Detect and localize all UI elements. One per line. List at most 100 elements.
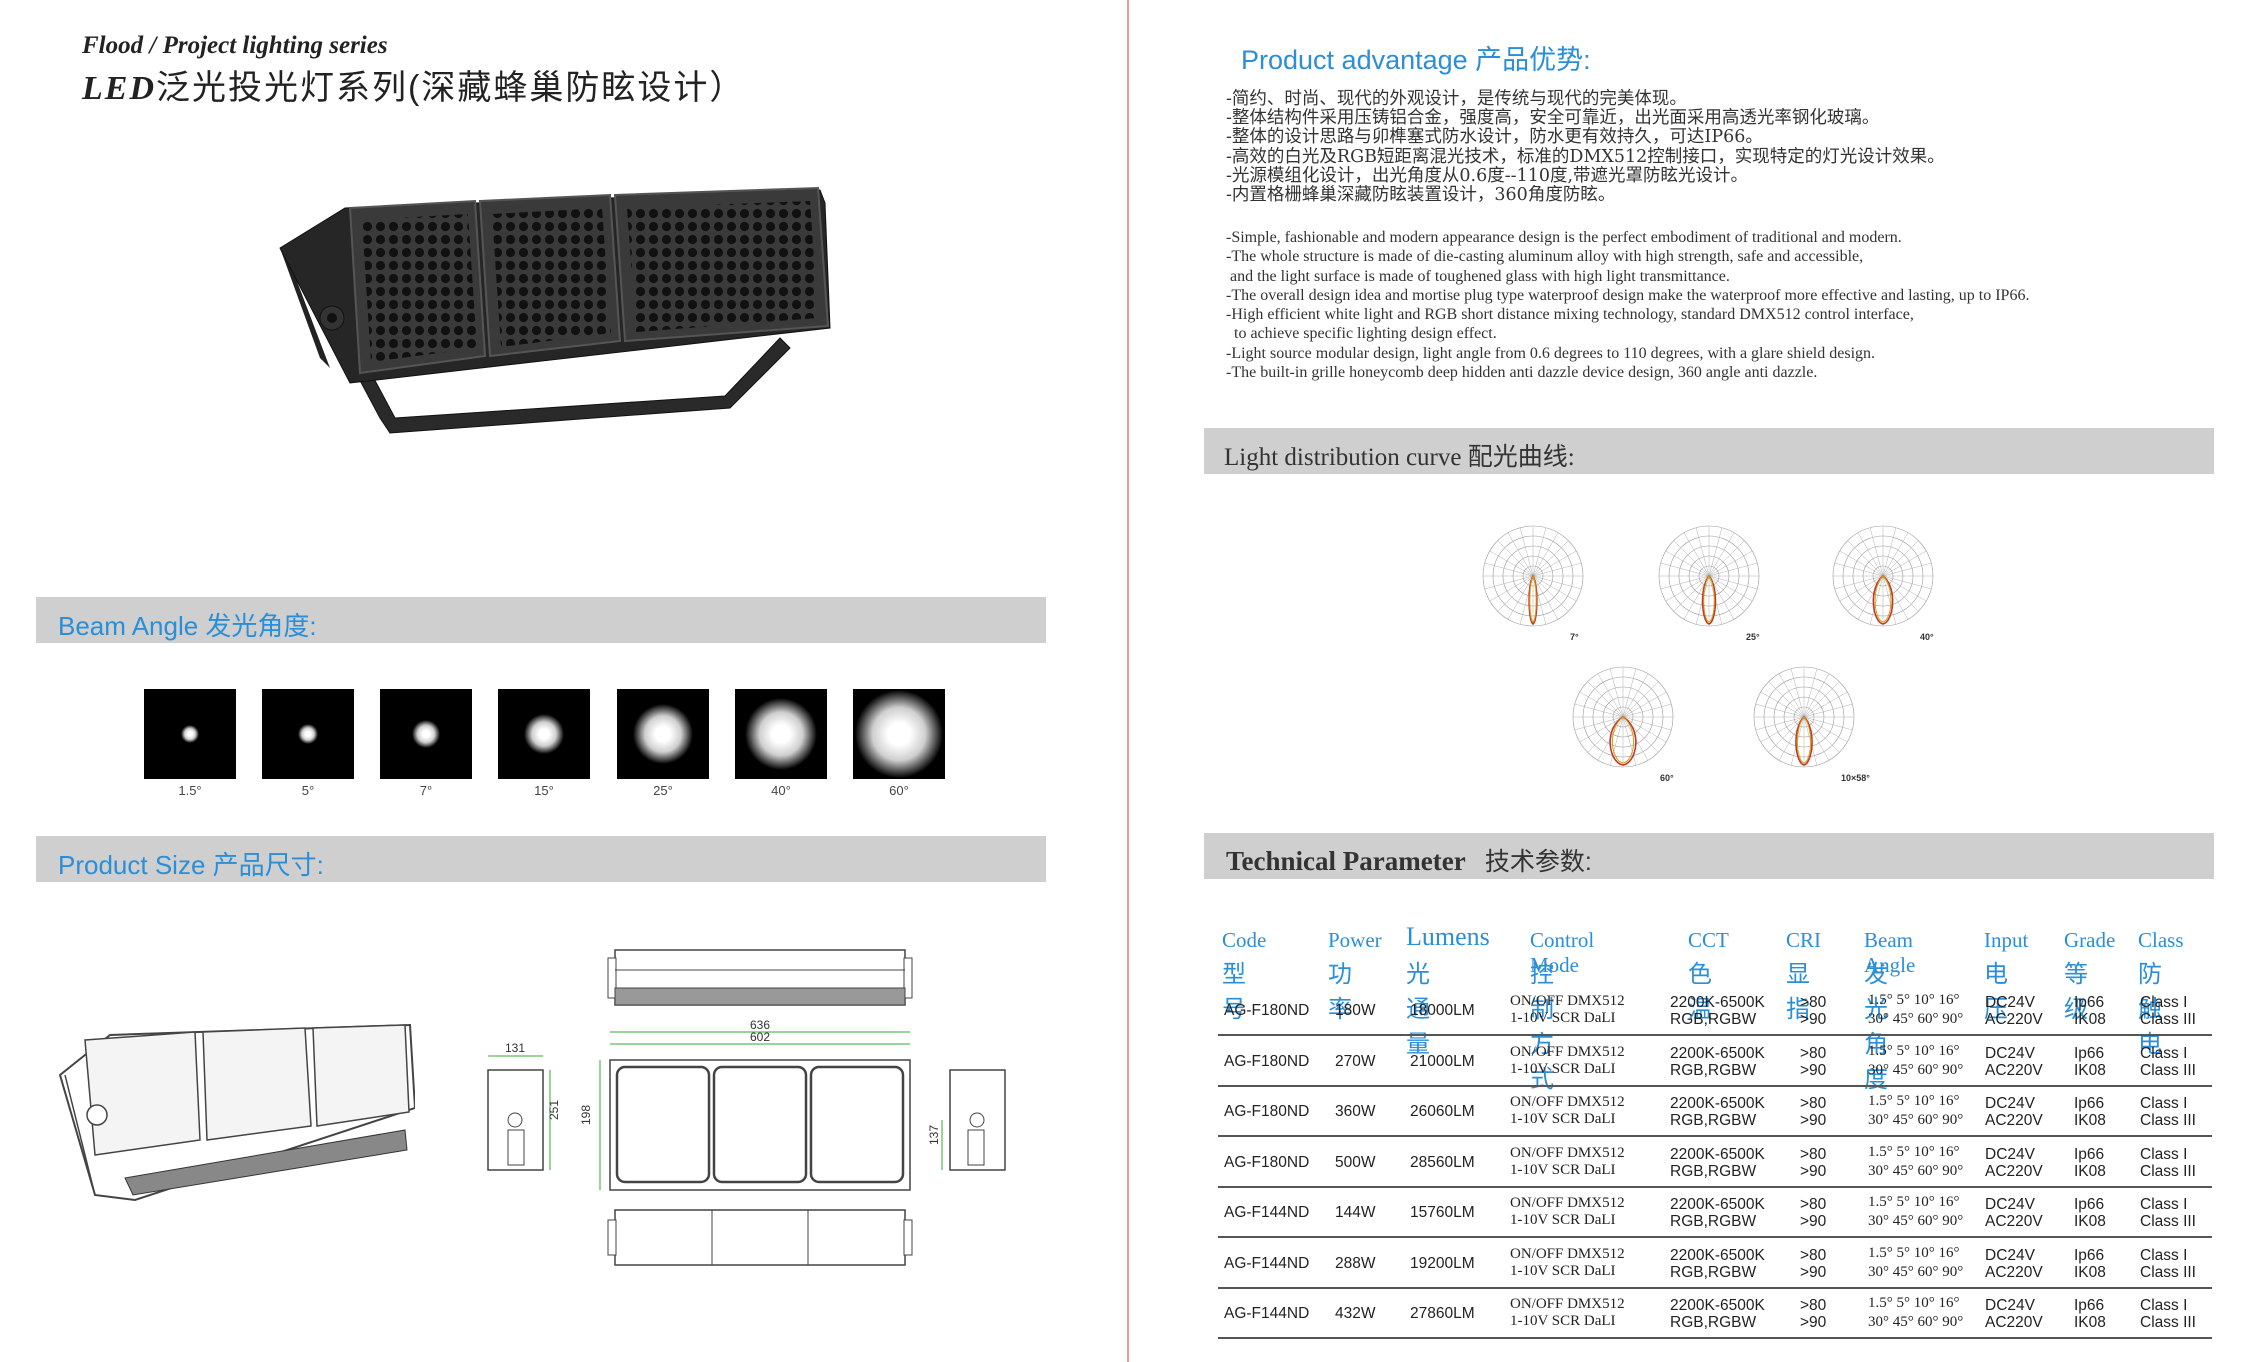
cell-beam-angle: 30° 45° 60° 90° (1868, 1263, 1964, 1280)
series-title-en: Flood / Project lighting series (82, 32, 388, 59)
cell-control-mode: 1-10V SCR DaLI (1510, 1161, 1616, 1178)
cell-class: Class I (2140, 994, 2188, 1011)
cell-control-mode: ON/OFF DMX512 (1510, 993, 1625, 1009)
cell-control-mode: 1-10V SCR DaLI (1510, 1111, 1616, 1127)
cell-grade: IK08 (2074, 1112, 2106, 1129)
cell-code: AG-F180ND (1224, 1052, 1310, 1070)
cell-grade: Ip66 (2074, 1044, 2105, 1062)
light-distribution-curve-5 (1753, 666, 1855, 768)
beam-sample-1 (144, 689, 236, 779)
cell-input: AC220V (1985, 1213, 2043, 1230)
cell-cct: RGB,RGBW (1670, 1061, 1757, 1079)
cell-class: Class III (2140, 1263, 2196, 1281)
cell-cct: RGB,RGBW (1670, 1011, 1757, 1028)
cell-class: Class I (2140, 1145, 2188, 1163)
cell-class: Class III (2140, 1112, 2196, 1129)
cell-cri: >80 (1800, 1297, 1827, 1314)
table-header-cn: 电压 (1984, 961, 2008, 1023)
curve-angle-label: 7° (1570, 632, 1579, 642)
cell-grade: Ip66 (2074, 1196, 2105, 1213)
cell-grade: IK08 (2074, 1213, 2106, 1230)
cell-lumens: 21000LM (1410, 1052, 1475, 1070)
series-title-led: LED (82, 70, 156, 107)
cell-code: AG-F180ND (1224, 1002, 1310, 1019)
cell-class: Class I (2140, 1297, 2188, 1314)
cell-grade: IK08 (2074, 1162, 2106, 1180)
beam-label: 15° (534, 783, 554, 798)
cell-cct: RGB,RGBW (1670, 1213, 1757, 1230)
product-hero-image (279, 186, 831, 434)
cell-code: AG-F144ND (1224, 1204, 1310, 1221)
product-size-bar: Product Size 产品尺寸: (36, 836, 1046, 882)
product-line-drawing (58, 1023, 415, 1202)
cell-beam-angle: 1.5° 5° 10° 16° (1868, 1244, 1960, 1261)
beam-sample-5 (617, 689, 709, 779)
cell-beam-angle: 1.5° 5° 10° 16° (1868, 1093, 1960, 1109)
cell-cct: 2200K-6500K (1670, 1246, 1765, 1264)
cell-input: AC220V (1985, 1263, 2043, 1281)
light-distribution-curve-2 (1658, 525, 1760, 627)
beam-label: 60° (889, 783, 909, 798)
cell-control-mode: ON/OFF DMX512 (1510, 1144, 1625, 1161)
cell-power: 270W (1335, 1052, 1376, 1070)
cell-control-mode: ON/OFF DMX512 (1510, 1195, 1625, 1211)
cell-class: Class III (2140, 1213, 2196, 1230)
cell-class: Class III (2140, 1162, 2196, 1180)
page-spine (1127, 0, 1129, 1362)
cell-code: AG-F180ND (1224, 1153, 1310, 1171)
light-distribution-curve-3 (1832, 525, 1934, 627)
cell-grade: IK08 (2074, 1011, 2106, 1028)
table-header-cn: 控制方式 (1530, 961, 1554, 1093)
cell-class: Class I (2140, 1246, 2188, 1264)
cell-input: AC220V (1985, 1314, 2043, 1331)
cell-grade: Ip66 (2074, 1297, 2105, 1314)
table-row-divider (1218, 1337, 2212, 1339)
table-header-en: Beam Angle (1864, 928, 1916, 977)
table-header-en: CCT (1688, 928, 1729, 952)
light-distribution-curve-1 (1482, 525, 1584, 627)
beam-sample-4 (498, 689, 590, 779)
technical-parameter-title-cn: 技术参数: (1484, 848, 1592, 876)
series-title-cn-text: 泛光投光灯系列(深藏蜂巢防眩设计） (156, 69, 746, 107)
cell-beam-angle: 30° 45° 60° 90° (1868, 1213, 1964, 1229)
cell-code: AG-F144ND (1224, 1254, 1310, 1272)
cell-cri: >90 (1800, 1213, 1827, 1230)
cell-cri: >90 (1800, 1162, 1827, 1180)
technical-parameter-title: Technical Parameter 技术参数: (1226, 842, 1592, 878)
table-row-divider (1218, 1286, 2212, 1289)
cell-control-mode: 1-10V SCR DaLI (1510, 1060, 1616, 1077)
cell-lumens: 15760LM (1410, 1204, 1475, 1221)
curve-angle-label: 40° (1920, 632, 1934, 642)
beam-label: 1.5° (178, 783, 202, 798)
table-row-divider (1218, 1236, 2212, 1238)
cell-input: DC24V (1985, 1297, 2035, 1314)
beam-angle-bar: Beam Angle 发光角度: (36, 597, 1046, 643)
cell-beam-angle: 1.5° 5° 10° 16° (1868, 992, 1960, 1008)
cell-class: Class III (2140, 1011, 2196, 1028)
cell-power: 500W (1335, 1153, 1376, 1171)
cell-power: 360W (1335, 1103, 1376, 1120)
advantage-title-text: Product advantage 产品优势: (1241, 45, 1591, 75)
cell-class: Class III (2140, 1314, 2196, 1331)
cell-cct: RGB,RGBW (1670, 1162, 1757, 1180)
cell-power: 432W (1335, 1305, 1376, 1322)
table-header-cn: 型号 (1222, 961, 1246, 1023)
cell-cct: 2200K-6500K (1670, 994, 1765, 1011)
cell-control-mode: ON/OFF DMX512 (1510, 1094, 1625, 1110)
table-row-divider (1218, 1084, 2212, 1087)
table-header-en: Class (2138, 928, 2184, 952)
advantage-title: Product advantage 产品优势: (1241, 38, 1591, 77)
dim-131: 131 (505, 1041, 525, 1055)
light-distribution-curve-4 (1572, 666, 1674, 768)
cell-cri: >90 (1800, 1263, 1827, 1281)
cell-cri: >90 (1800, 1061, 1827, 1079)
cell-class: Class III (2140, 1061, 2196, 1079)
cell-class: Class I (2140, 1196, 2188, 1213)
cell-beam-angle: 30° 45° 60° 90° (1868, 1314, 1964, 1330)
dim-251: 251 (547, 1100, 561, 1120)
beam-label: 5° (301, 783, 315, 798)
table-row-divider (1218, 1135, 2212, 1137)
cell-cri: >80 (1800, 1196, 1827, 1213)
beam-label: 25° (653, 783, 673, 798)
cell-power: 180W (1335, 1002, 1376, 1019)
